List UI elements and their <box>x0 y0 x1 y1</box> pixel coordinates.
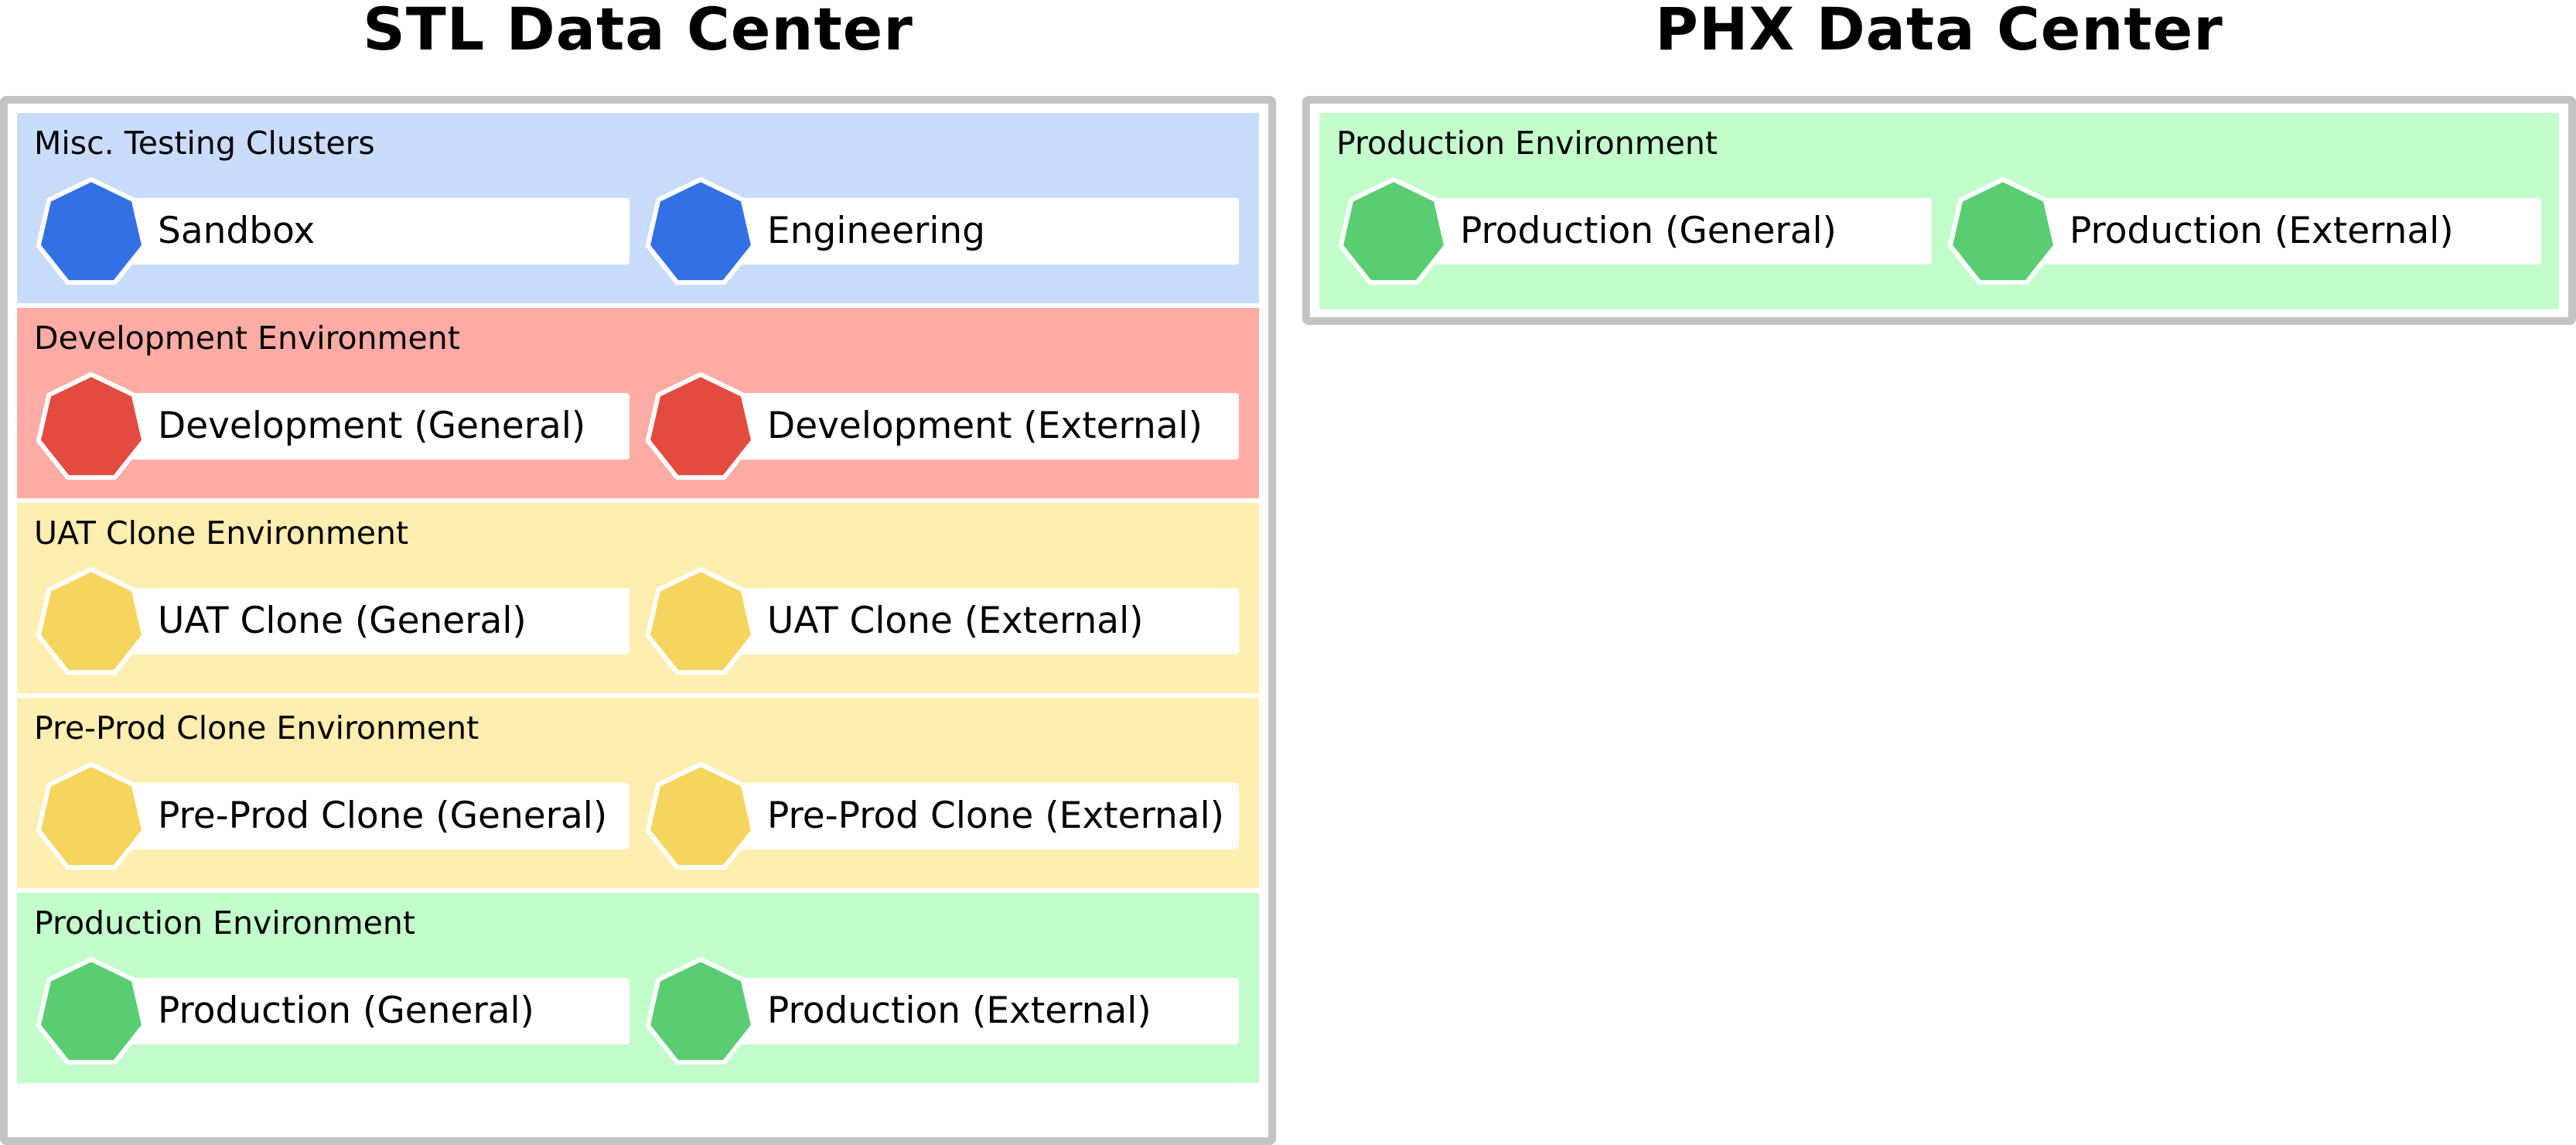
cluster-card <box>119 978 629 1044</box>
cluster-node[interactable]: Production (External) <box>1946 175 2541 285</box>
heptagon-icon <box>36 567 147 675</box>
phx-title: PHX Data Center <box>1655 0 2223 63</box>
environment-label: UAT Clone Environment <box>34 514 409 552</box>
cluster-label: Development (General) <box>158 405 586 447</box>
heptagon-icon <box>645 567 756 675</box>
environment-label: Production Environment <box>1336 125 1718 162</box>
cluster-card <box>119 783 629 849</box>
heptagon-icon <box>645 957 756 1065</box>
cluster-node[interactable]: Sandbox <box>34 175 629 285</box>
cluster-card <box>728 783 1239 849</box>
heptagon-icon <box>645 762 756 870</box>
cluster-label: UAT Clone (External) <box>767 600 1144 642</box>
cluster-node[interactable]: Pre-Prod Clone (External) <box>643 760 1239 870</box>
cluster-label: Production (General) <box>158 989 534 1032</box>
environment-label: Development Environment <box>34 320 460 357</box>
cluster-label: Pre-Prod Clone (General) <box>158 795 608 837</box>
environment-label: Production Environment <box>34 904 415 942</box>
cluster-node[interactable]: Engineering <box>643 175 1239 285</box>
cluster-label: Engineering <box>767 210 985 252</box>
environment-label: Misc. Testing Clusters <box>34 125 375 162</box>
heptagon-icon <box>1338 177 1449 285</box>
cluster-label: Pre-Prod Clone (External) <box>767 795 1224 837</box>
heptagon-icon <box>36 372 147 480</box>
cluster-label: UAT Clone (General) <box>158 600 527 642</box>
heptagon-icon <box>1947 177 2059 285</box>
cluster-card <box>119 588 629 655</box>
heptagon-icon <box>645 177 756 285</box>
cluster-label: Sandbox <box>158 210 316 252</box>
cluster-node[interactable]: Production (External) <box>643 955 1239 1065</box>
cluster-label: Production (General) <box>1460 210 1837 252</box>
cluster-card <box>728 198 1239 265</box>
heptagon-icon <box>645 372 756 480</box>
stl-title: STL Data Center <box>363 0 913 63</box>
cluster-label: Production (External) <box>2069 210 2454 252</box>
cluster-node[interactable]: UAT Clone (General) <box>34 565 629 675</box>
cluster-node[interactable]: Development (General) <box>34 370 629 480</box>
heptagon-icon <box>36 177 147 285</box>
cluster-node[interactable]: Pre-Prod Clone (General) <box>34 760 629 870</box>
cluster-label: Development (External) <box>767 405 1203 447</box>
cluster-node[interactable]: Production (General) <box>34 955 629 1065</box>
cluster-label: Production (External) <box>767 989 1152 1032</box>
cluster-card <box>119 198 629 265</box>
cluster-card <box>119 393 629 460</box>
heptagon-icon <box>36 957 147 1065</box>
cluster-card <box>728 588 1239 655</box>
heptagon-icon <box>36 762 147 870</box>
cluster-node[interactable]: UAT Clone (External) <box>643 565 1239 675</box>
cluster-card <box>728 978 1239 1044</box>
cluster-card <box>2031 198 2541 265</box>
cluster-card <box>1421 198 1932 265</box>
cluster-card <box>728 393 1239 460</box>
environment-label: Pre-Prod Clone Environment <box>34 709 479 747</box>
cluster-node[interactable]: Production (General) <box>1336 175 1932 285</box>
cluster-node[interactable]: Development (External) <box>643 370 1239 480</box>
